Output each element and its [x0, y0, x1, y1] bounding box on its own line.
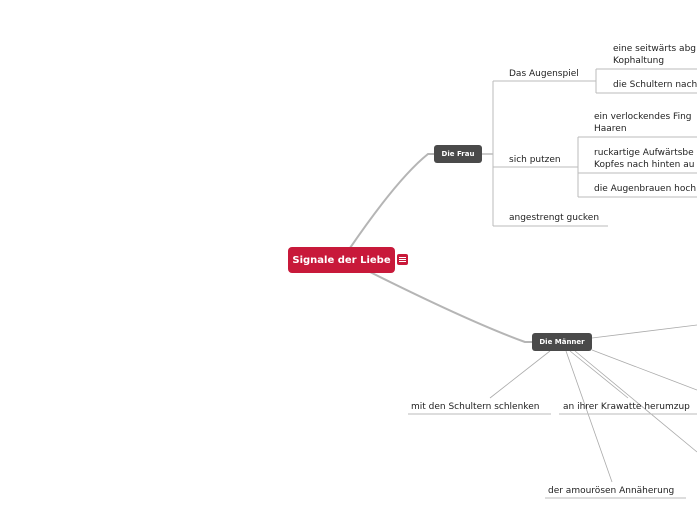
putzen-child-2-line-2[interactable]: Kopfes nach hinten au — [594, 160, 695, 170]
manner-child-krawatte[interactable]: an ihrer Krawatte herumzup — [563, 402, 690, 412]
subtopic-das-augenspiel[interactable]: Das Augenspiel — [509, 69, 579, 79]
main-topic-die-maenner[interactable]: Die Männer — [532, 333, 592, 351]
connector-manner-schultern — [489, 350, 551, 399]
augenspiel-child-1-line-2[interactable]: Kophaltung — [613, 56, 665, 66]
connector-manner-right-2 — [591, 349, 697, 391]
putzen-child-1-line-1[interactable]: ein verlockendes Fing — [594, 112, 692, 122]
connector-manner-right-1 — [591, 324, 697, 339]
connector-manner-krawatte — [569, 350, 629, 399]
connector-manner-annaeherung — [565, 350, 613, 483]
putzen-child-1-line-2[interactable]: Haaren — [594, 124, 627, 134]
connector-root-manner — [367, 270, 532, 343]
augenspiel-child-1-line-1[interactable]: eine seitwärts abg — [613, 44, 696, 54]
manner-child-schultern[interactable]: mit den Schultern schlenken — [411, 402, 540, 412]
connector-root-frau — [349, 153, 434, 249]
subtopic-angestrengt-gucken[interactable]: angestrengt gucken — [509, 213, 600, 223]
root-topic[interactable]: Signale der Liebe — [288, 247, 395, 273]
putzen-child-2-line-1[interactable]: ruckartige Aufwärtsbe — [594, 148, 694, 158]
augenspiel-child-2[interactable]: die Schultern nach — [613, 80, 697, 90]
connector-manner-right-3 — [574, 350, 697, 453]
note-icon[interactable] — [397, 254, 408, 265]
manner-child-annaeherung[interactable]: der amourösen Annäherung — [548, 486, 675, 496]
main-topic-die-frau[interactable]: Die Frau — [434, 145, 482, 163]
putzen-child-3[interactable]: die Augenbrauen hoch — [594, 184, 697, 194]
subtopic-sich-putzen[interactable]: sich putzen — [509, 155, 561, 165]
